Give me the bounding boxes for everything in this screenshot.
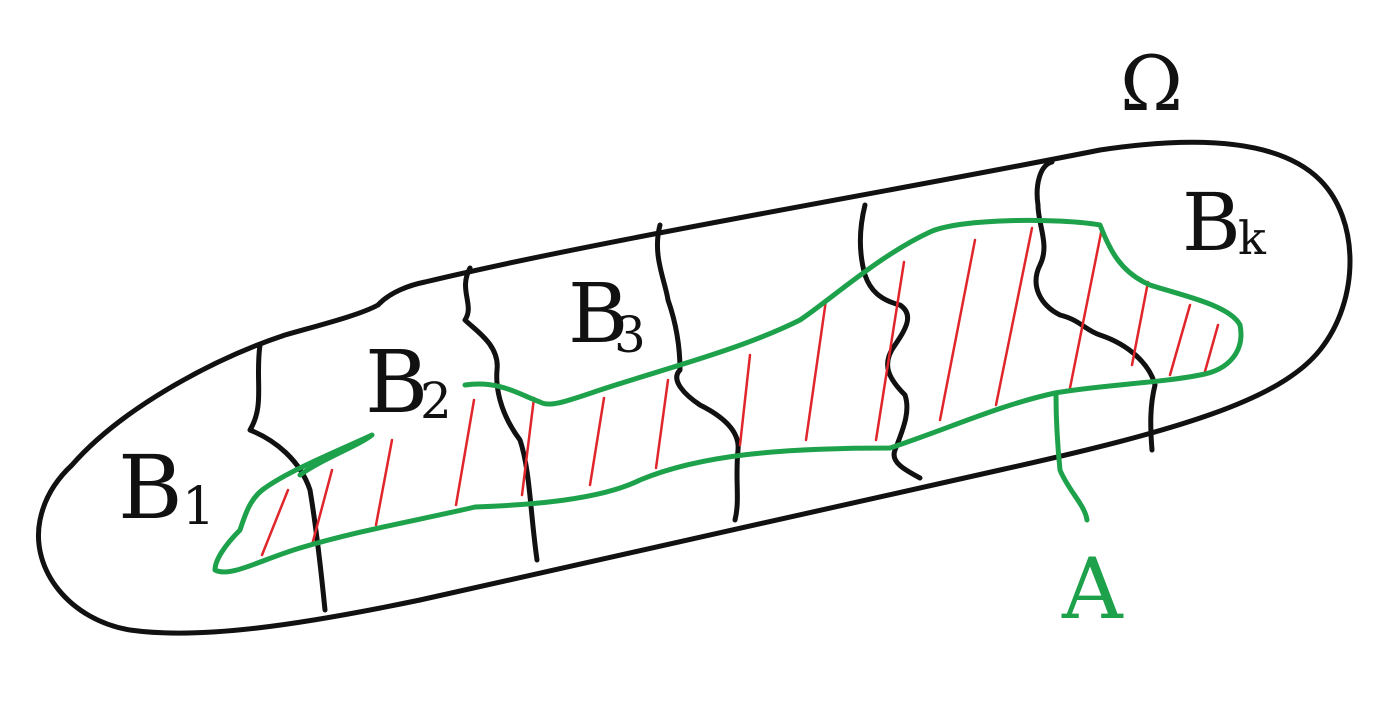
label-b2-main: B [365, 333, 428, 433]
hatch-line [520, 396, 536, 497]
hatch-line [374, 438, 394, 527]
label-bk: B k [1182, 176, 1267, 269]
label-a: A [1061, 540, 1124, 638]
hatch-line [874, 260, 906, 442]
set-a-pointer [1053, 392, 1090, 523]
label-b3-sub: 3 [614, 306, 646, 364]
hatching-a [260, 226, 1220, 557]
label-b1: B 1 [118, 436, 215, 539]
set-a-boundary [212, 217, 1244, 575]
hatch-line [454, 398, 476, 507]
hatch-line [260, 488, 290, 557]
label-b1-main: B [118, 436, 183, 539]
partition-b3-b4 [654, 222, 741, 523]
partition-bk [1033, 159, 1158, 453]
hatch-line [588, 396, 606, 487]
domain-omega-boundary [36, 139, 1353, 636]
partition-b2-b3 [462, 265, 540, 563]
label-b3: B 3 [568, 267, 646, 364]
label-b2-sub: 2 [420, 372, 452, 430]
hatch-line [804, 298, 828, 442]
partition-b4-b5 [857, 202, 923, 481]
partition-b1-b2 [247, 342, 328, 613]
label-bk-main: B [1182, 176, 1241, 269]
hatch-line [1168, 303, 1192, 377]
omega-label: Ω [1120, 39, 1183, 128]
hatch-line [738, 353, 752, 447]
hatch-line [1130, 280, 1150, 367]
hatch-line [994, 226, 1034, 407]
hatch-line [1068, 226, 1104, 390]
hatch-line [654, 378, 670, 470]
hatch-line [310, 468, 334, 547]
label-bk-sub: k [1238, 211, 1267, 265]
hatch-line [938, 238, 977, 422]
label-b2: B 2 [365, 333, 452, 433]
label-b1-sub: 1 [182, 477, 215, 537]
label-b3-main: B [568, 267, 628, 362]
hatch-line [1202, 323, 1220, 377]
